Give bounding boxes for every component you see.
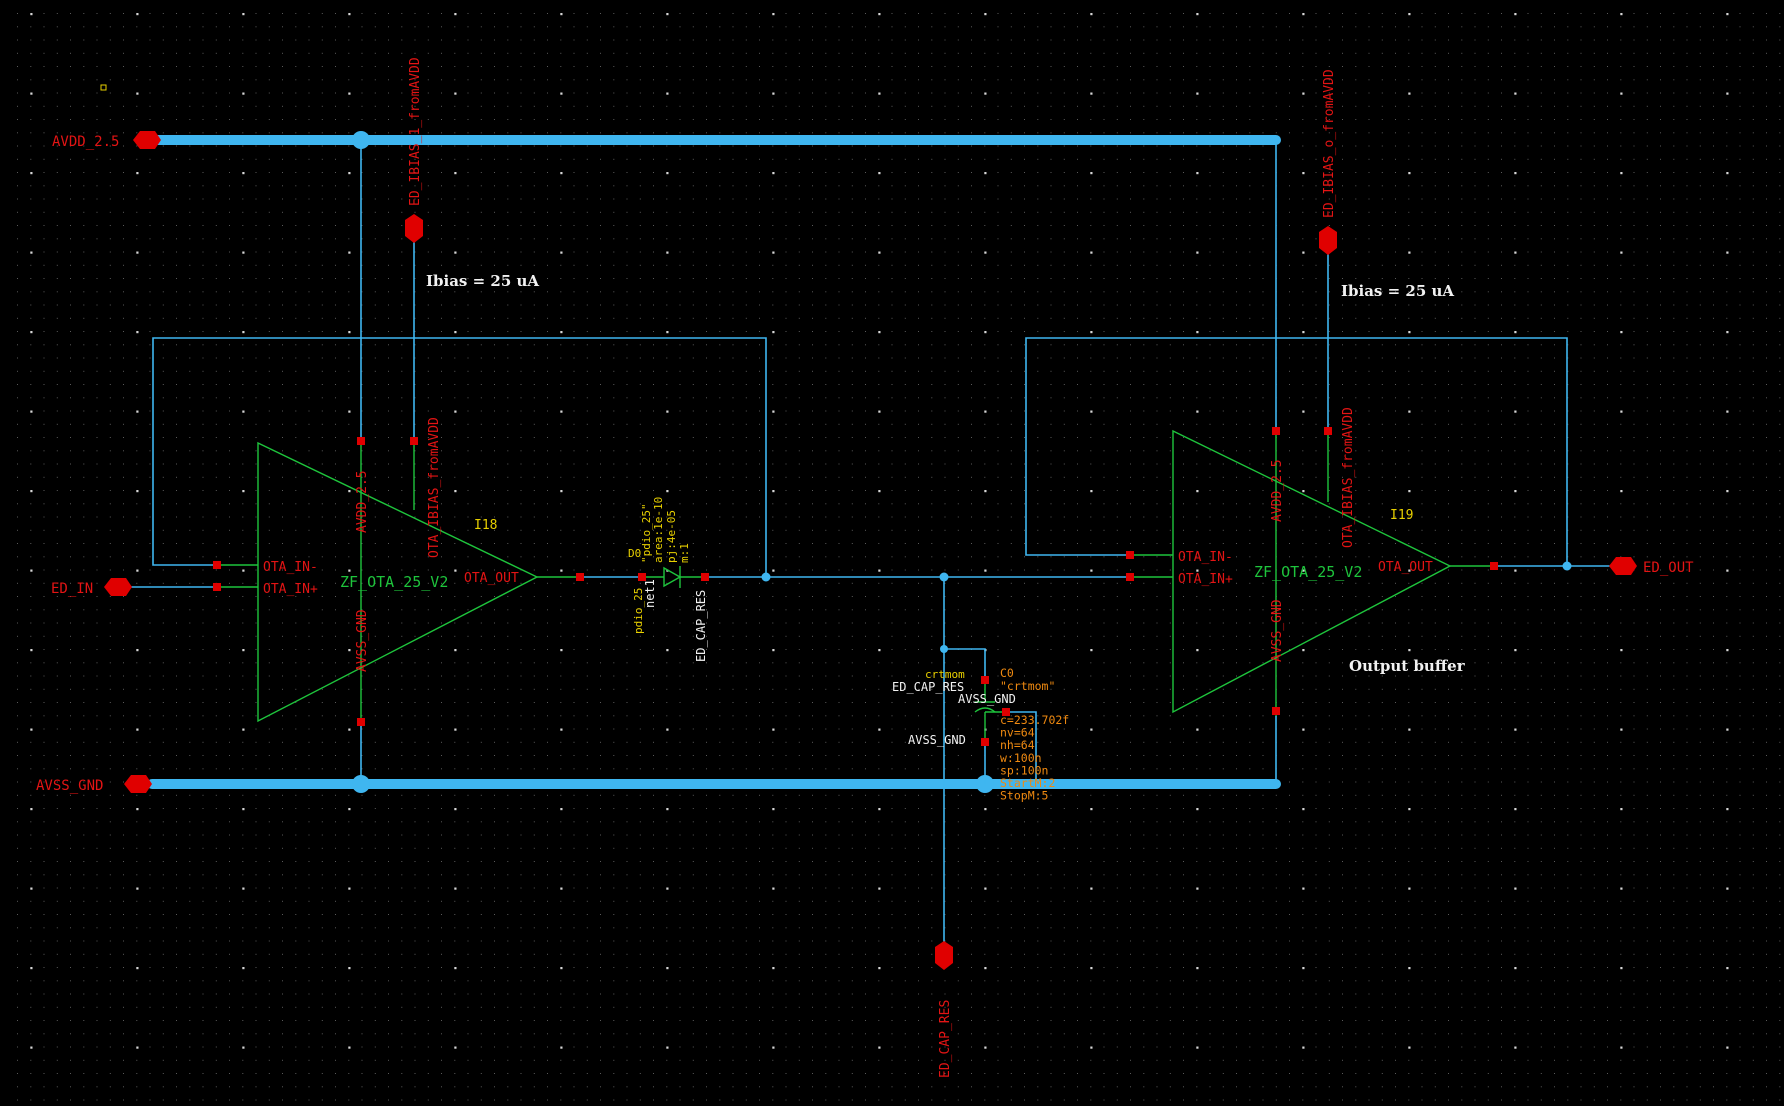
ed-in-port-label: ED_IN xyxy=(51,581,93,597)
ota2-feedback-wire xyxy=(1025,337,1568,566)
ota1-feedback-wire xyxy=(152,337,767,577)
diode-model: "pdio_25" xyxy=(640,503,653,563)
ed-out-port-label: ED_OUT xyxy=(1643,560,1694,576)
ota1-ibias-pin-label: OTA_IBIAS_fromAVDD xyxy=(427,417,442,558)
ota2-in-minus-label: OTA_IN- xyxy=(1178,550,1233,565)
avss-port-label: AVSS_GND xyxy=(36,778,103,794)
ota-i18[interactable]: OTA_IN- OTA_IN+ OTA_OUT ZF_OTA_25_V2 I18… xyxy=(131,140,767,784)
ibias-note-2: Ibias = 25 uA xyxy=(1341,282,1454,300)
origin-marker xyxy=(100,84,107,91)
ed-cap-res-port-label: ED_CAP_RES xyxy=(938,1000,953,1078)
ota2-out-label: OTA_OUT xyxy=(1378,560,1433,575)
ota2-vdd-label: AVDD_2.5 xyxy=(1270,459,1285,522)
grid-dots xyxy=(17,13,1781,1101)
diode-net-label: ED_CAP_RES xyxy=(694,590,708,662)
ota2-cell-name: ZF_OTA_25_V2 xyxy=(1254,563,1362,581)
feedback-junction xyxy=(761,572,771,582)
ota1-instance-name: I18 xyxy=(474,518,497,533)
ota-i19[interactable]: OTA_IN- OTA_IN+ OTA_OUT ZF_OTA_25_V2 I19… xyxy=(1025,140,1616,784)
cap-param: sp:100n xyxy=(1000,763,1048,777)
diode-d0[interactable]: D0 "pdio_25" area:1e-10 pj:4e-05 m:1 pdi… xyxy=(584,497,709,662)
cap-param: c=233.702f xyxy=(1000,713,1069,727)
avdd-port-label: AVDD_2.5 xyxy=(52,134,119,150)
diode-symbol xyxy=(663,566,682,588)
ota1-in-plus-label: OTA_IN+ xyxy=(263,582,318,597)
ibias-1-port[interactable]: ED_IBIAS_1_fromAVDD xyxy=(405,57,423,243)
capacitor-c0[interactable]: crtmom ED_CAP_RES AVSS_GND AVSS_GND C0 "… xyxy=(892,577,1069,952)
ota2-gnd-label: AVSS_GND xyxy=(1270,599,1285,662)
cap-param: nv=64 xyxy=(1000,726,1035,740)
ota1-cell-name: ZF_OTA_25_V2 xyxy=(340,573,448,591)
diode-m: m:1 xyxy=(678,543,691,563)
cap-param: w:100n xyxy=(1000,751,1042,765)
cap-instance: C0 xyxy=(1000,666,1014,680)
cap-param: nh=64 xyxy=(1000,738,1035,752)
cap-gnd-label-left: AVSS_GND xyxy=(908,733,966,747)
ota1-vdd-label: AVDD_2.5 xyxy=(355,470,370,533)
ibias-1-port-label: ED_IBIAS_1_fromAVDD xyxy=(408,57,423,206)
cap-params: c=233.702fnv=64nh=64w:100nsp:100nStartM:… xyxy=(1000,713,1069,803)
ibias-o-port[interactable]: ED_IBIAS_o_fromAVDD xyxy=(1319,69,1337,255)
avdd-port[interactable]: AVDD_2.5 xyxy=(52,131,161,150)
cap-cell: crtmom xyxy=(925,668,965,681)
diode-pj: pj:4e-05 xyxy=(665,510,678,563)
ed-cap-res-port[interactable]: ED_CAP_RES xyxy=(935,941,953,1078)
cap-model: "crtmom" xyxy=(1000,679,1055,693)
avss-port[interactable]: AVSS_GND xyxy=(36,775,152,794)
diode-instance: D0 xyxy=(628,547,641,560)
ota2-ibias-pin-label: OTA_IBIAS_fromAVDD xyxy=(1341,407,1356,548)
ota2-instance-name: I19 xyxy=(1390,508,1413,523)
ibias-note-1: Ibias = 25 uA xyxy=(426,272,539,290)
diode-net: net1 xyxy=(643,579,657,608)
ibias-o-port-label: ED_IBIAS_o_fromAVDD xyxy=(1322,69,1337,218)
cap-net-label: ED_CAP_RES xyxy=(892,680,964,694)
cap-param: StartM:2 xyxy=(1000,776,1055,790)
ota2-in-plus-label: OTA_IN+ xyxy=(1178,572,1233,587)
output-buffer-note: Output buffer xyxy=(1349,657,1466,675)
ed-in-port[interactable]: ED_IN xyxy=(51,578,132,597)
cap-top-wire xyxy=(944,648,986,676)
cap-sub-wire xyxy=(1006,711,1037,786)
ota1-out-label: OTA_OUT xyxy=(464,571,519,586)
cap-top-junction xyxy=(940,645,948,653)
ota1-gnd-label: AVSS_GND xyxy=(355,609,370,672)
out-feedback-junction xyxy=(1562,561,1572,571)
ed-out-port[interactable]: ED_OUT xyxy=(1609,557,1694,576)
diode-area: area:1e-10 xyxy=(652,497,665,563)
ota1-in-minus-label: OTA_IN- xyxy=(263,560,318,575)
cap-gnd-label-top: AVSS_GND xyxy=(958,692,1016,706)
cap-param: StopM:5 xyxy=(1000,789,1048,803)
diode-cell: pdio_25 xyxy=(632,588,645,634)
